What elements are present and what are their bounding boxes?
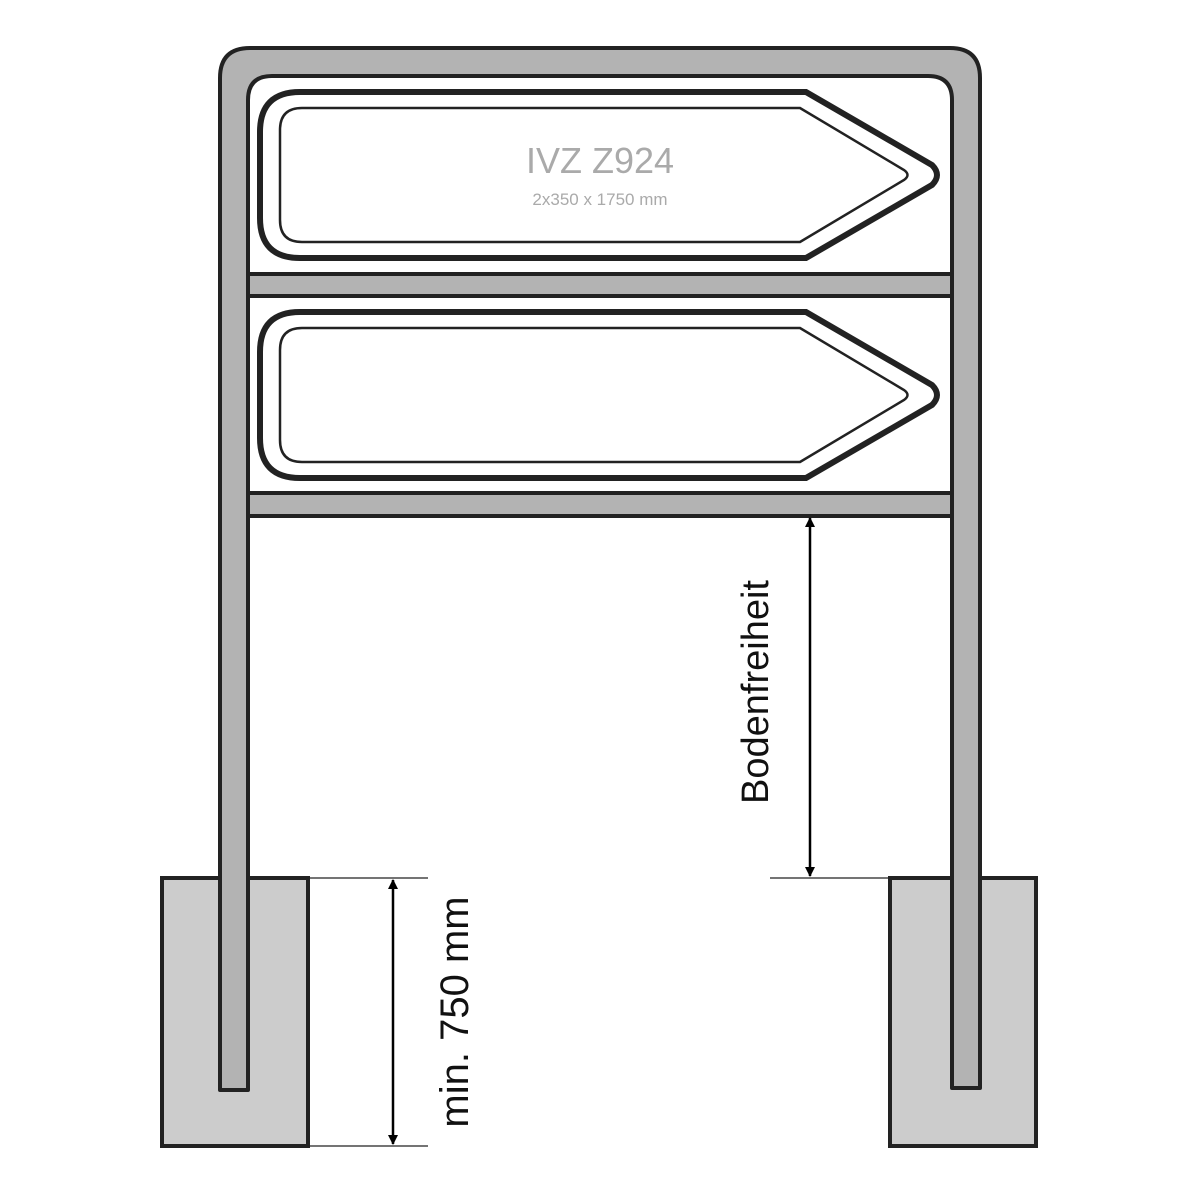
sign-subtitle: 2x350 x 1750 mm <box>532 190 667 209</box>
upper-crossbar <box>246 272 954 298</box>
lower-direction-sign <box>257 309 940 481</box>
upper-direction-sign <box>257 89 940 261</box>
lower-crossbar <box>246 491 954 518</box>
ground-clearance-dimension <box>770 517 890 879</box>
ground-clearance-label: Bodenfreiheit <box>735 580 777 804</box>
foundation-depth-dimension <box>308 877 428 1147</box>
frame <box>218 46 982 1092</box>
sign-title: IVZ Z924 <box>526 140 674 181</box>
foundation-depth-label: min. 750 mm <box>433 896 477 1127</box>
